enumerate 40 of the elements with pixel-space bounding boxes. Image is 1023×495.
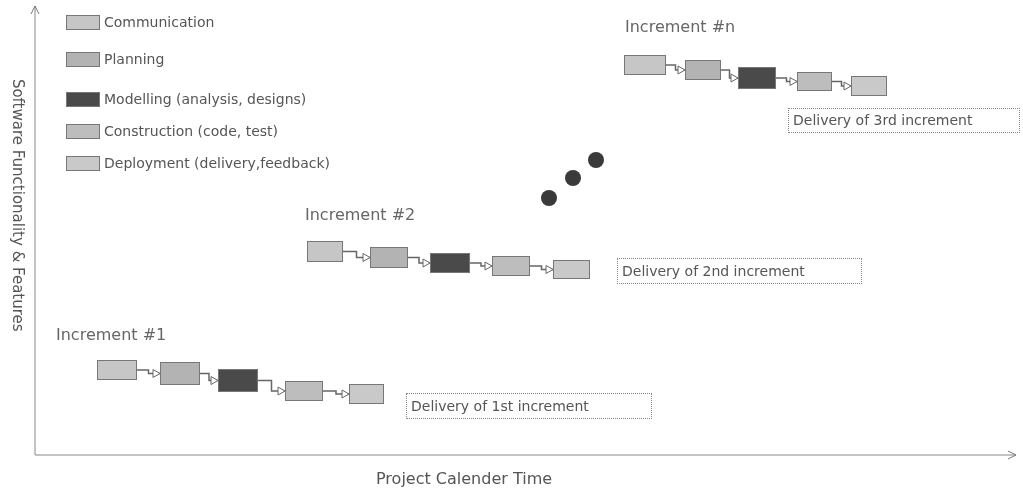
delivery-box: Delivery of 1st increment: [406, 393, 652, 419]
phase-box: [624, 55, 666, 75]
arrow: [529, 265, 554, 274]
arrow: [322, 389, 350, 399]
arrow: [199, 372, 219, 385]
legend-text: Communication: [104, 13, 215, 32]
phase-box: [218, 369, 258, 392]
delivery-box: Delivery of 2nd increment: [617, 258, 862, 284]
arrow: [407, 256, 431, 268]
arrow: [665, 64, 686, 75]
phase-box: [851, 76, 887, 96]
arrow: [831, 80, 852, 91]
phase-box: [797, 72, 832, 91]
phase-box: [430, 253, 470, 273]
axis-label: Software Functionality & Features: [7, 77, 28, 334]
legend-text: Deployment (delivery,feedback): [104, 154, 330, 173]
increment-heading: Increment #1: [56, 324, 167, 346]
arrow: [775, 77, 798, 86]
arrow: [469, 261, 493, 271]
phase-box: [553, 260, 590, 279]
phase-box: [738, 67, 776, 89]
legend-text: Construction (code, test): [104, 122, 279, 141]
phase-box: [492, 256, 530, 276]
phase-box: [285, 381, 323, 401]
arrow: [136, 369, 161, 378]
arrow: [342, 250, 371, 262]
axis-label: Project Calender Time: [376, 468, 553, 490]
phase-box: [307, 241, 343, 262]
phase-box: [685, 60, 721, 80]
phase-box: [97, 360, 137, 380]
phase-box: [370, 247, 408, 268]
legend-text: Modelling (analysis, designs): [104, 90, 307, 109]
legend-text: Planning: [104, 50, 165, 69]
increment-heading: Increment #2: [305, 204, 416, 226]
phase-box: [160, 362, 200, 385]
delivery-box: Delivery of 3rd increment: [788, 108, 1020, 133]
phase-box: [349, 384, 384, 404]
increment-heading: Increment #n: [625, 16, 736, 38]
arrow: [720, 69, 739, 83]
arrow: [257, 379, 286, 396]
